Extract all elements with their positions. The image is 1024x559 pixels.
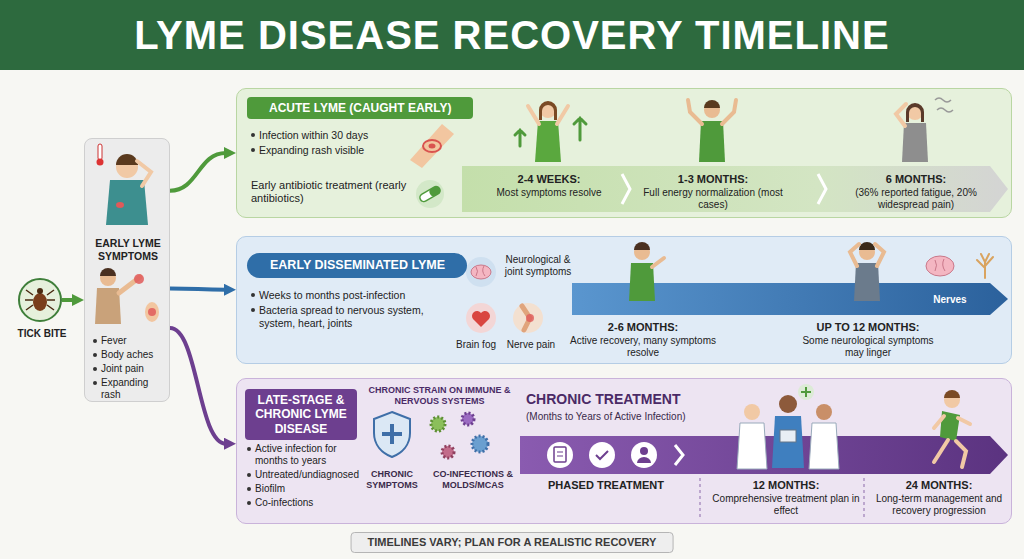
diagram-title: LYME DISEASE RECOVERY TIMELINE — [0, 0, 1024, 70]
flow-arrow — [170, 153, 226, 191]
energetic-man — [688, 100, 736, 162]
milestone-time: 24 MONTHS: — [869, 479, 1009, 492]
bullet-dot — [93, 339, 97, 343]
stage-fact: Infection within 30 days — [259, 129, 409, 142]
bullet-dot — [251, 293, 255, 297]
treatment-subheading: (Months to Years of Active Infection) — [526, 411, 736, 423]
recovering-woman — [515, 101, 586, 162]
bullet-dot — [251, 148, 255, 152]
bullet-dot — [251, 308, 255, 312]
symptom-item: Expanding rash — [101, 377, 167, 401]
treatment-heading: CHRONIC TREATMENT — [526, 391, 726, 408]
disseminated-stage-band: EARLY DISSEMINATED LYME Weeks to months p… — [236, 236, 1012, 364]
symptom-item: Joint pain — [101, 363, 167, 375]
bullet-dot — [247, 487, 251, 491]
treatment-icons — [547, 442, 683, 468]
bullet-dot — [93, 381, 97, 385]
active-man — [629, 242, 664, 301]
stage-fact: Expanding rash visible — [259, 144, 409, 157]
sick-person — [97, 144, 152, 225]
virus-icons — [431, 413, 488, 458]
milestone-text: Most symptoms resolve — [479, 187, 619, 199]
phase-divider — [700, 478, 864, 520]
stage-fact: Bacteria spread to nervous system, syste… — [259, 304, 449, 329]
bullet-dot — [93, 367, 97, 371]
timeline-ribbon — [462, 166, 1008, 212]
stage-title: EARLY DISSEMINATED LYME — [270, 258, 445, 273]
stage-fact: Co-infections — [255, 497, 359, 509]
milestone-text: Comprehensive treatment plan in effect — [711, 493, 861, 517]
headache-man — [850, 242, 884, 301]
milestone-time: 2-6 MONTHS: — [568, 321, 718, 334]
milestone-text: Some neurological symptoms may linger — [793, 335, 943, 359]
ribbon-label: Nerves — [925, 294, 975, 306]
milestone-text: (36% reported fatigue, 20% widespread pa… — [841, 187, 991, 211]
flow-arrow — [170, 328, 226, 444]
symptom-item: Body aches — [101, 349, 167, 361]
bullet-dot — [93, 353, 97, 357]
timeline-ribbon — [572, 283, 1008, 315]
rash-arm — [410, 124, 454, 168]
milestone-time: 6 MONTHS: — [841, 173, 991, 186]
flow-arrow — [62, 298, 74, 302]
title-bar: LYME DISEASE RECOVERY TIMELINE — [0, 0, 1024, 70]
milestone-time: 12 MONTHS: — [711, 479, 861, 492]
bullet-dot — [247, 501, 251, 505]
symptom-item: Fever — [101, 335, 167, 347]
rash-person — [95, 268, 159, 324]
treatment-ribbon — [520, 436, 1008, 474]
stage-fact: Biofilm — [255, 483, 359, 495]
bullet-dot — [247, 473, 251, 477]
stage-fact: Untreated/undiagnosed — [255, 469, 359, 481]
tick-bite-circle: TICK BITE — [18, 278, 62, 322]
milestone-text: Long-term management and recovery progre… — [869, 493, 1009, 517]
icon-label: CO-INFECTIONS & MOLDS/MCAS — [427, 469, 519, 491]
stage-title: ACUTE LYME (CAUGHT EARLY) — [269, 101, 451, 115]
nerve-icons — [926, 254, 993, 278]
tired-woman — [896, 98, 953, 162]
stage-title: LATE-STAGE & CHRONIC LYME DISEASE — [245, 393, 357, 436]
acute-stage-band: ACUTE LYME (CAUGHT EARLY) Infection withi… — [236, 88, 1012, 218]
stage-fact: Active infection for months to years — [255, 443, 359, 467]
stage-tab: ACUTE LYME (CAUGHT EARLY) — [247, 97, 473, 119]
chronic-stage-band: LATE-STAGE & CHRONIC LYME DISEASE Active … — [236, 378, 1012, 524]
milestone-time: UP TO 12 MONTHS: — [793, 321, 943, 334]
brain-icon — [466, 257, 496, 287]
flow-arrow — [170, 288, 226, 289]
box-heading: EARLY LYME SYMPTOMS — [88, 237, 168, 262]
stage-tab: EARLY DISSEMINATED LYME — [247, 253, 467, 278]
phase-label: PHASED TREATMENT — [546, 479, 666, 492]
milestone-time: 1-3 MONTHS: — [638, 173, 788, 186]
icon-label: Brain fog — [446, 339, 506, 351]
heart-icon — [466, 303, 496, 333]
icon-label: CHRONIC SYMPTOMS — [359, 469, 425, 491]
icon-label: Nerve pain — [501, 339, 561, 351]
bullet-dot — [247, 447, 251, 451]
stage-fact: Weeks to months post-infection — [259, 289, 449, 302]
icon-label: Neurological & joint symptoms — [504, 254, 572, 278]
symptoms-box: EARLY LYME SYMPTOMS FeverBody achesJoint … — [84, 138, 170, 402]
doctor-team — [737, 384, 839, 469]
runner — [934, 390, 970, 467]
node-label: TICK BITE — [2, 328, 82, 340]
pill-icon — [416, 180, 444, 208]
stage-tab: LATE-STAGE & CHRONIC LYME DISEASE — [245, 389, 357, 440]
strain-heading: CHRONIC STRAIN ON IMMUNE & NERVOUS SYSTE… — [357, 385, 522, 407]
tick-icon — [25, 288, 55, 311]
treatment-note: Early antibiotic treatment (rearly antib… — [251, 179, 409, 205]
milestone-time: 2-4 WEEKS: — [479, 173, 619, 186]
bullet-dot — [251, 133, 255, 137]
knee-icon — [513, 303, 543, 333]
milestone-text: Active recovery, many symptoms resolve — [568, 335, 718, 359]
milestone-text: Full energy normalization (most cases) — [638, 187, 788, 211]
diagram-caption: TIMELINES VARY; PLAN FOR A REALISTIC REC… — [351, 532, 674, 553]
shield-icon — [374, 412, 410, 457]
